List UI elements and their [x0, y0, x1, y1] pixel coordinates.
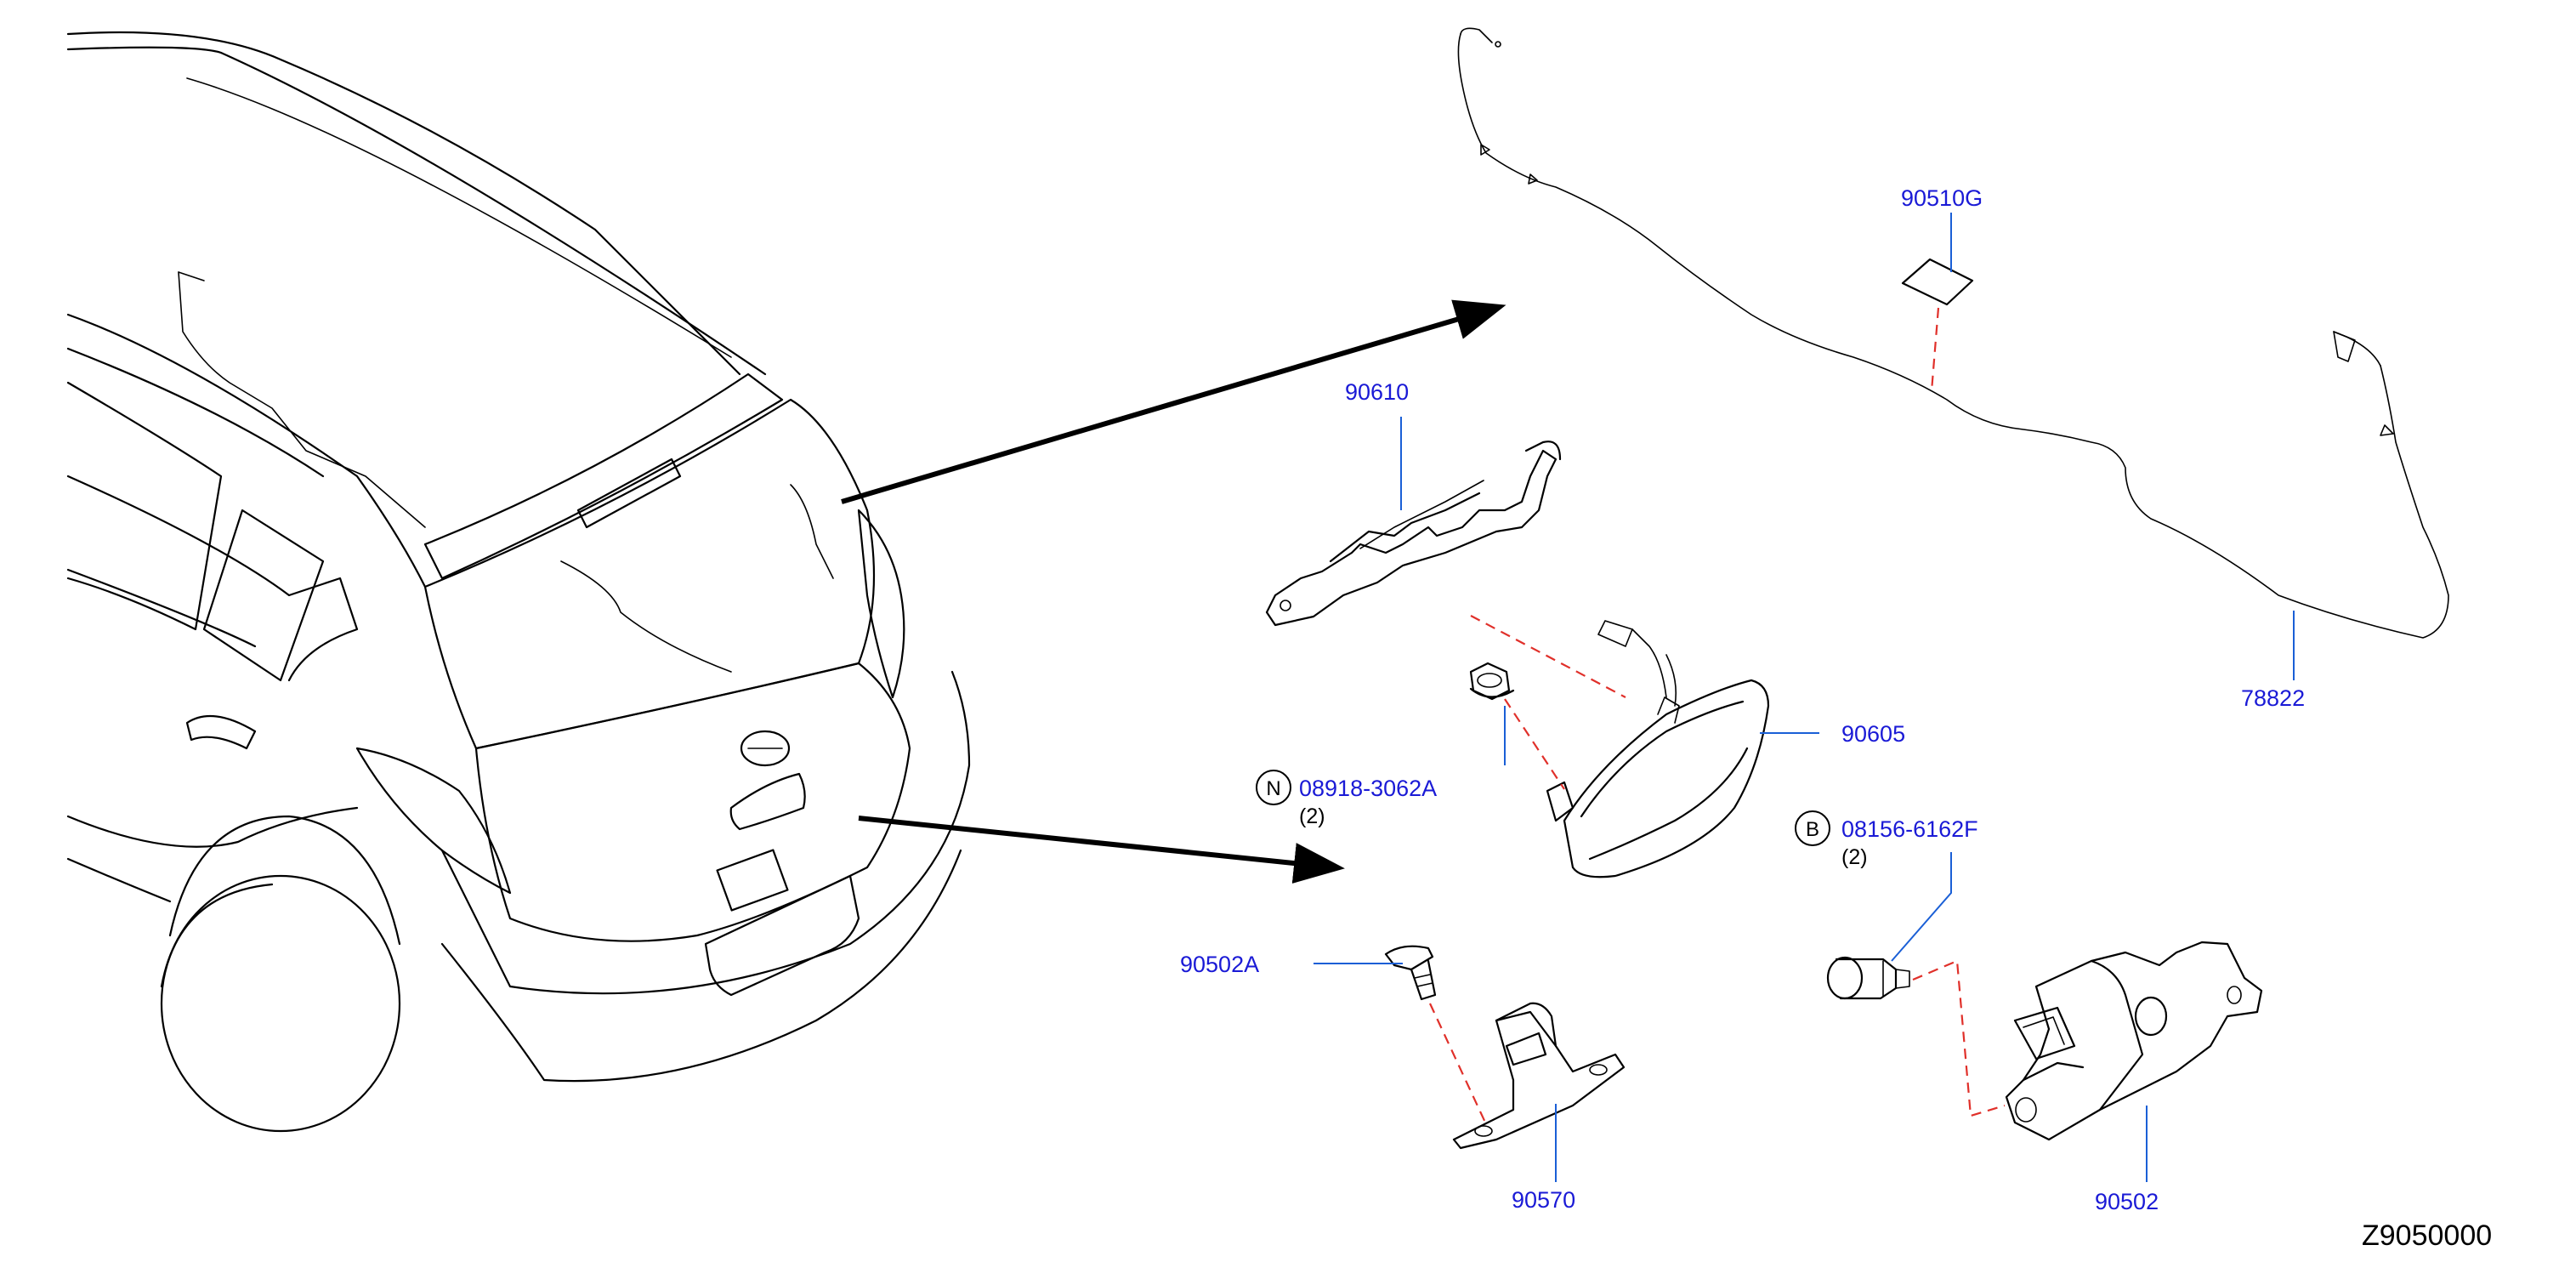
bracket-90610 [1265, 441, 1562, 627]
assembly-guides [1429, 307, 2006, 1125]
part-label-90502: 90502 [2095, 1189, 2159, 1214]
part-labels: 90510G 90610 78822 90605 N 08918-3062A (… [1180, 185, 2492, 1252]
badge-n [1256, 770, 1291, 805]
callout-arrow-lower [858, 816, 1345, 884]
qty-label-08156-6162f: (2) [1841, 845, 1868, 869]
harness-78822 [1457, 27, 2449, 639]
part-label-90605: 90605 [1841, 721, 1905, 747]
nut-08918-3062a [1469, 662, 1515, 701]
part-label-78822: 78822 [2241, 685, 2305, 711]
bolt-08156-6162f [1826, 956, 1910, 1000]
callout-arrow-upper [841, 299, 1506, 504]
car-illustration [66, 31, 971, 1133]
qty-label-08918-3062a: (2) [1299, 804, 1325, 828]
part-label-08156-6162f: 08156-6162F [1841, 816, 1978, 842]
leader-lines [1314, 213, 2295, 1182]
part-label-90502a: 90502A [1180, 952, 1259, 977]
handle-90605 [1546, 620, 1770, 878]
striker-90570 [1452, 1002, 1626, 1150]
latch-90502 [2005, 941, 2263, 1141]
screw-90502a [1384, 945, 1437, 1001]
callout-arrows [841, 299, 1506, 884]
diagram-code: Z9050000 [2362, 1219, 2492, 1252]
part-label-90570: 90570 [1512, 1187, 1575, 1213]
badge-b [1795, 810, 1830, 846]
part-label-08918-3062a: 08918-3062A [1299, 776, 1437, 801]
pad-90510g [1901, 258, 1974, 306]
badge-n-letter: N [1266, 777, 1280, 800]
part-label-90510g: 90510G [1901, 185, 1983, 211]
badge-b-letter: B [1806, 818, 1819, 841]
part-label-90610: 90610 [1345, 379, 1409, 405]
